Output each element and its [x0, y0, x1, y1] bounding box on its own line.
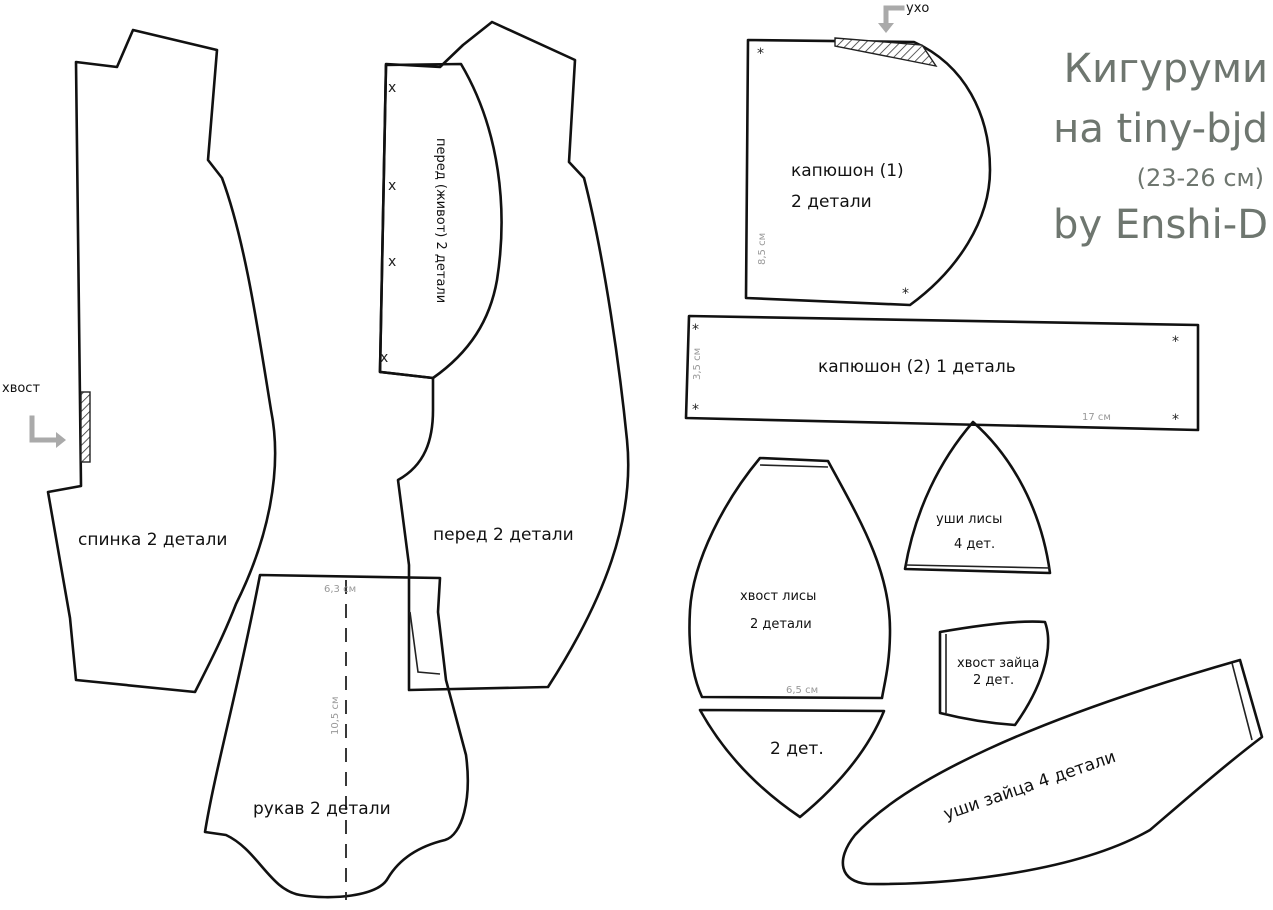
ear-arrow-icon — [883, 5, 905, 28]
sleeve-length: 10,5 см — [330, 697, 341, 736]
hood-2-star-2: * — [1172, 334, 1179, 350]
fox-tail-tip-piece: 2 дет. — [698, 708, 886, 819]
fox-ears-label-2: 4 дет. — [954, 537, 995, 552]
hood-1-label-1: капюшон (1) — [791, 161, 904, 181]
title-line-4: by Enshi-D — [1053, 202, 1268, 248]
fox-tail-label-2: 2 детали — [750, 617, 812, 632]
front-label: перед 2 детали — [433, 525, 574, 545]
sleeve-dart — [409, 611, 441, 675]
back-piece: спинка 2 детали — [46, 28, 277, 694]
ear-marker-label: ухо — [906, 1, 929, 16]
cross-mark-1: x — [388, 80, 396, 96]
rabbit-tail-piece: хвост зайца 2 дет. — [938, 620, 1050, 727]
rabbit-tail-outline — [938, 620, 1050, 727]
belly-label: перед (живот) 2 детали — [433, 138, 448, 303]
back-label: спинка 2 детали — [78, 530, 227, 550]
sleeve-piece: 6,3 см 10,5 см рукав 2 детали — [203, 573, 470, 900]
front-piece: перед 2 детали — [378, 20, 630, 692]
pattern-title: Кигуруми на tiny-bjd (23-26 см) by Enshi… — [1053, 46, 1268, 248]
tail-arrowhead-icon — [56, 432, 66, 448]
tail-marker-label: хвост — [2, 381, 40, 396]
ear-placement-hatch — [834, 37, 938, 68]
cross-mark-4: x — [380, 350, 388, 366]
hood-2-width: 17 см — [1082, 412, 1111, 423]
fox-ears-piece: уши лисы 4 дет. — [903, 420, 1052, 575]
fox-ears-label-1: уши лисы — [936, 512, 1002, 527]
hood-1-star-2: * — [902, 286, 909, 302]
tail-placement-hatch — [80, 391, 91, 463]
tail-marker: хвост — [2, 381, 66, 448]
belly-outline — [378, 62, 503, 380]
hood-2-outline — [684, 314, 1200, 432]
fox-tail-label-1: хвост лисы — [740, 589, 816, 604]
hood-2-label: капюшон (2) 1 деталь — [818, 357, 1016, 377]
hood-2-height: 3,5 см — [692, 348, 703, 380]
ear-arrowhead-icon — [878, 23, 894, 33]
belly-piece: x x x x перед (живот) 2 детали — [378, 62, 503, 380]
fox-tail-piece: 6,5 см хвост лисы 2 детали — [688, 456, 892, 700]
cross-mark-3: x — [388, 254, 396, 270]
fox-tail-width: 6,5 см — [786, 685, 818, 696]
rabbit-ears-piece: уши зайца 4 детали — [841, 658, 1264, 886]
hood-1-label-2: 2 детали — [791, 192, 872, 212]
hood-1-piece: * * 8,5 см капюшон (1) 2 детали — [744, 37, 992, 307]
sleeve-outline — [203, 573, 470, 899]
fox-tail-top-line — [759, 464, 829, 468]
sleeve-label: рукав 2 детали — [253, 799, 391, 819]
title-line-1: Кигуруми — [1064, 46, 1268, 92]
tail-arrow-icon — [29, 415, 59, 443]
rabbit-tail-label-2: 2 дет. — [973, 673, 1014, 688]
hood-1-outline — [744, 38, 992, 307]
fox-ears-outline — [903, 420, 1052, 575]
hood-2-piece: * * * * 3,5 см 17 см капюшон (2) 1 детал… — [684, 314, 1200, 432]
rabbit-ears-outline — [841, 658, 1264, 886]
title-line-3: (23-26 см) — [1137, 164, 1264, 192]
front-outline — [378, 20, 630, 692]
hood-1-height: 8,5 см — [757, 233, 768, 265]
cross-mark-2: x — [388, 178, 396, 194]
rabbit-tail-label-1: хвост зайца — [957, 656, 1039, 671]
hood-1-star-1: * — [757, 46, 764, 62]
back-outline — [46, 28, 277, 694]
rabbit-ears-seam — [1231, 662, 1253, 741]
hood-2-star-4: * — [1172, 412, 1179, 428]
hood-2-star-1: * — [692, 322, 699, 338]
fox-tail-tip-label: 2 дет. — [770, 739, 824, 759]
sleeve-width: 6,3 см — [324, 584, 356, 595]
fox-ears-seam — [905, 564, 1051, 569]
hood-2-star-3: * — [692, 402, 699, 418]
fox-tail-outline — [688, 456, 892, 700]
fox-tail-tip-outline — [698, 708, 886, 819]
ear-marker: ухо — [878, 1, 929, 33]
title-line-2: на tiny-bjd — [1053, 106, 1268, 152]
